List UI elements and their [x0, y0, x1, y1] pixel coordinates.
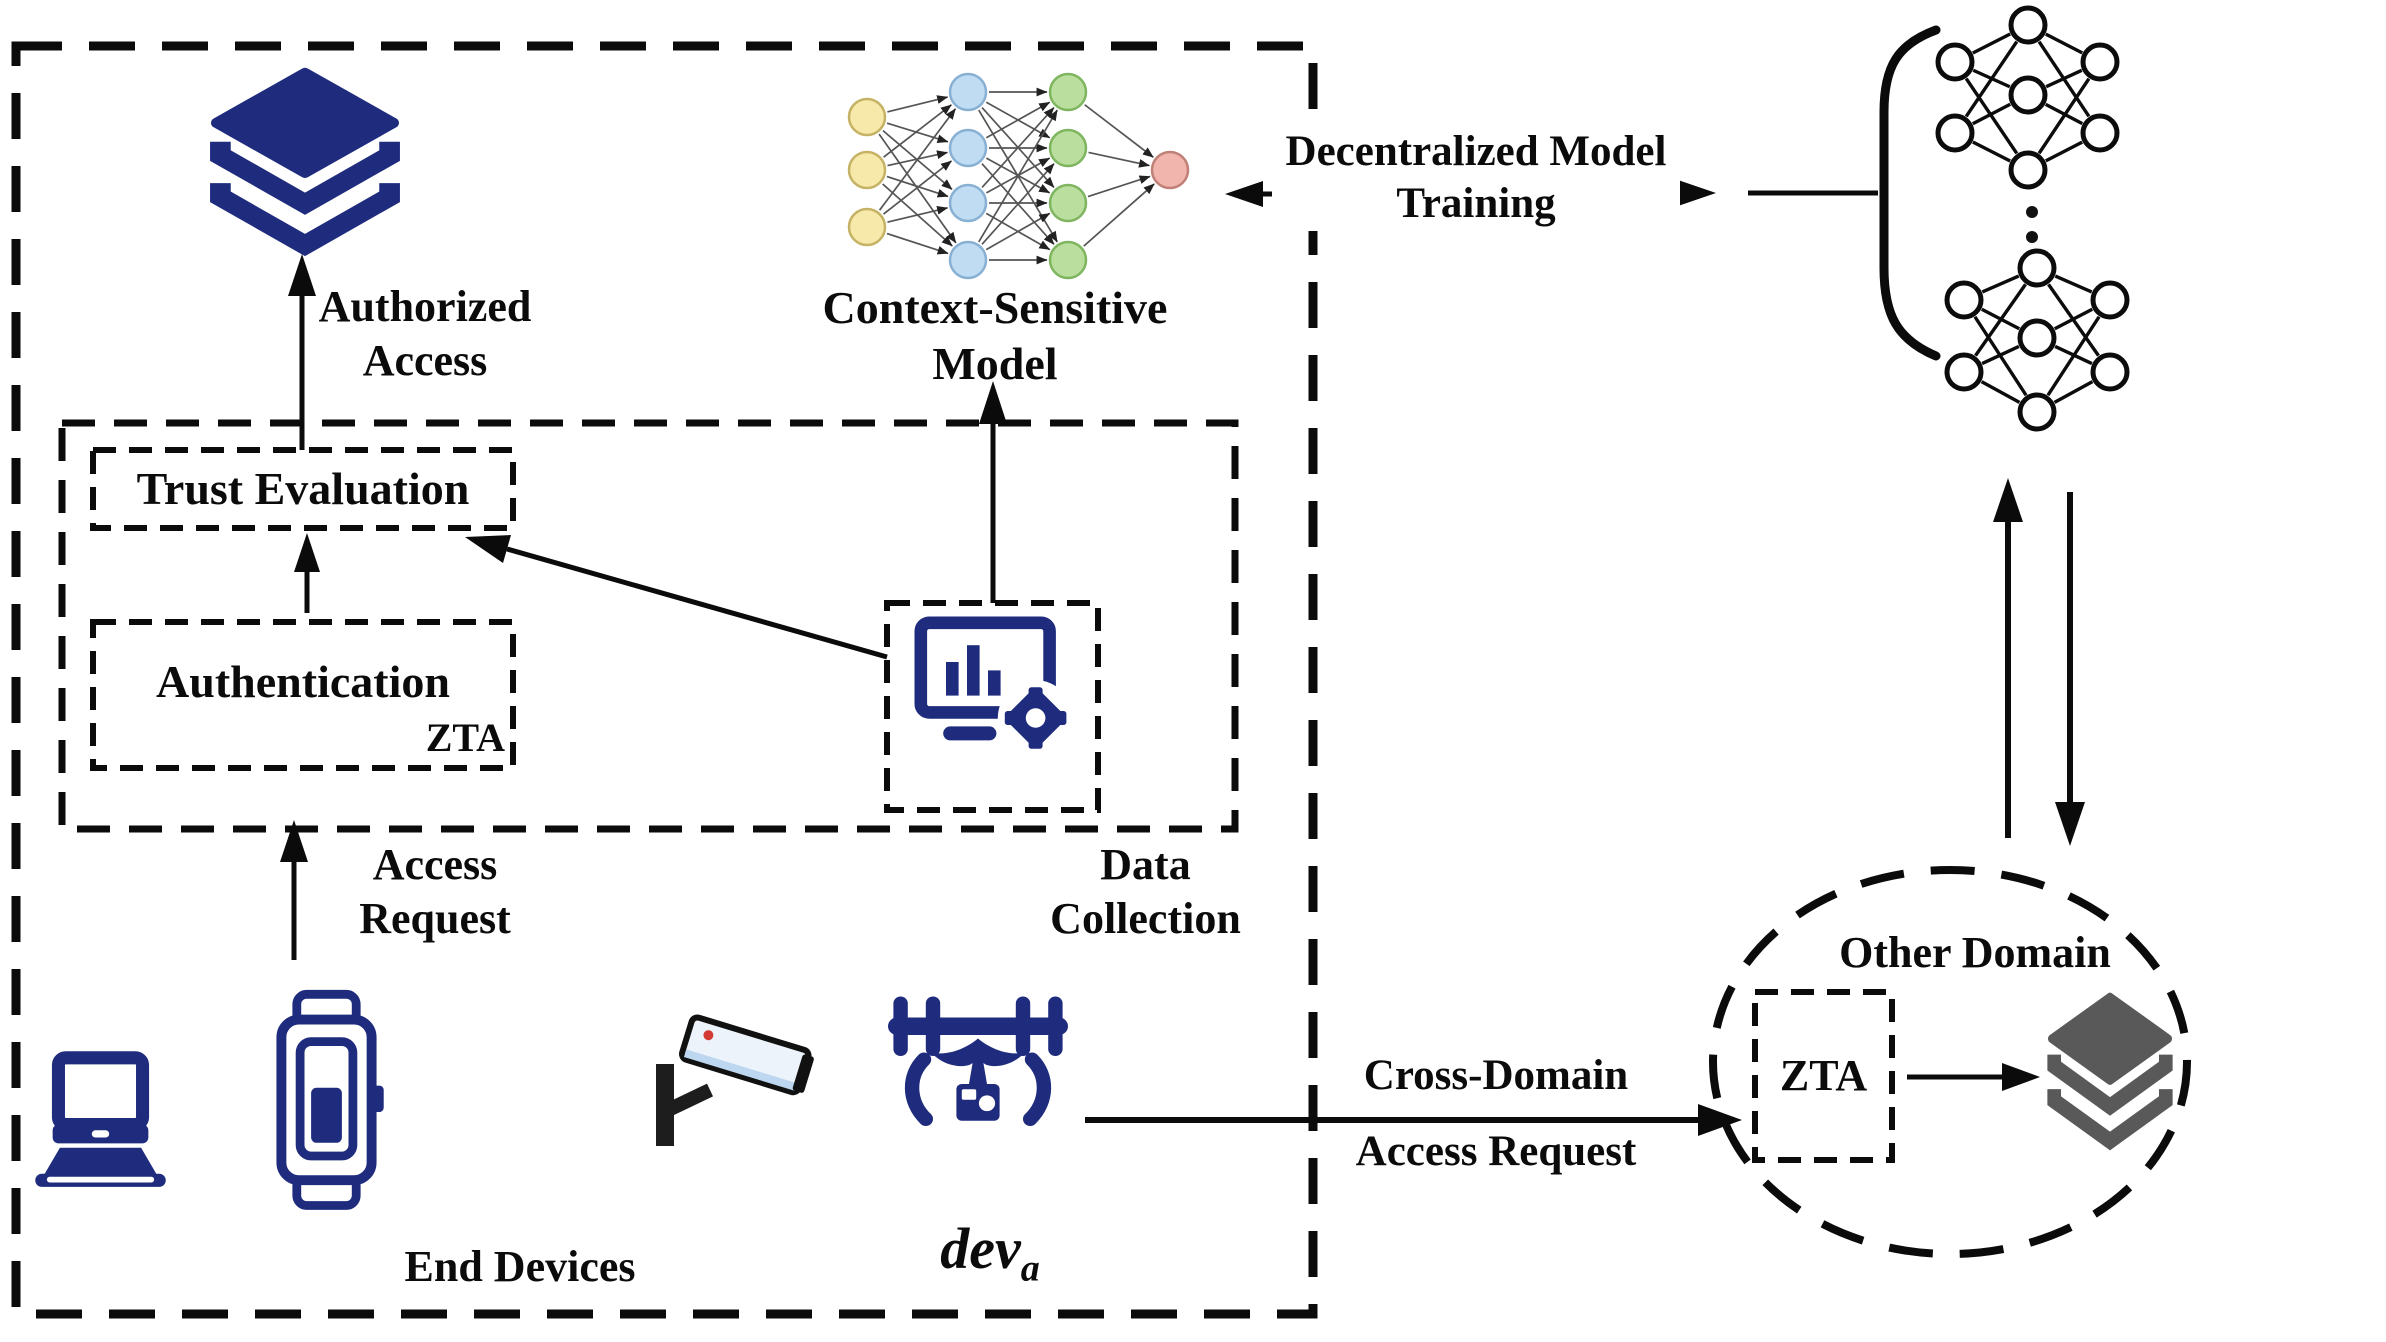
context-model-label: Context-Sensitive Model	[822, 282, 1168, 390]
gray-layers-icon	[2047, 992, 2173, 1151]
end-devices-label: End Devices	[404, 1242, 636, 1291]
domain-up-arrow	[1993, 478, 2023, 838]
networks-ellipsis-dots	[2026, 206, 2038, 243]
drone-icon	[888, 996, 1068, 1126]
authentication-label: Authentication	[156, 655, 450, 707]
access-request-arrow	[280, 820, 308, 960]
other-domain-zta-label: ZTA	[1779, 1051, 1868, 1101]
zta-to-layers-arrow	[1907, 1063, 2040, 1091]
other-domain-zta-box-border	[1752, 989, 1895, 1163]
small-nn-icon	[1935, 5, 2120, 190]
data-collection-box-border	[884, 600, 1101, 813]
authorized-access-label: Authorized Access	[318, 282, 532, 385]
trust-evaluation-label: Trust Evaluation	[136, 462, 470, 514]
authorized-access-arrow	[288, 254, 316, 450]
networks-brace	[1879, 25, 1941, 361]
access-request-label: Access Request	[359, 840, 511, 943]
context-nn-icon	[847, 72, 1190, 280]
other-domain-ellipse	[1709, 866, 2191, 1258]
device-a-label: deva	[940, 1216, 1040, 1290]
zta-module-border	[58, 419, 1239, 833]
data-collection-label: Data Collection	[1050, 840, 1241, 943]
decentralized-training-label: Decentralized Model Training	[1272, 126, 1680, 231]
layers-icon	[210, 67, 400, 257]
smartwatch-icon	[276, 989, 384, 1210]
other-domain-title: Other Domain	[1839, 928, 2111, 977]
laptop-icon	[35, 1051, 166, 1187]
small-nn-icon	[1944, 248, 2130, 432]
local-domain-border	[11, 41, 1318, 1319]
data-collection-arrow	[979, 381, 1007, 603]
data-collection-icon	[914, 616, 1074, 756]
authentication-to-trust-arrow	[294, 533, 320, 613]
cross-domain-arrow	[1085, 1104, 1742, 1136]
cross-domain-label-line1: Cross-Domain	[1330, 1050, 1662, 1103]
data-to-trust-diagonal-arrow	[465, 535, 888, 660]
zta-module-label: ZTA	[425, 715, 505, 760]
cross-domain-label-line2: Access Request	[1325, 1126, 1667, 1179]
cctv-icon	[656, 1014, 814, 1146]
authentication-box-border	[90, 619, 516, 771]
trust-evaluation-box-border	[90, 447, 516, 531]
domain-down-arrow	[2055, 492, 2085, 846]
